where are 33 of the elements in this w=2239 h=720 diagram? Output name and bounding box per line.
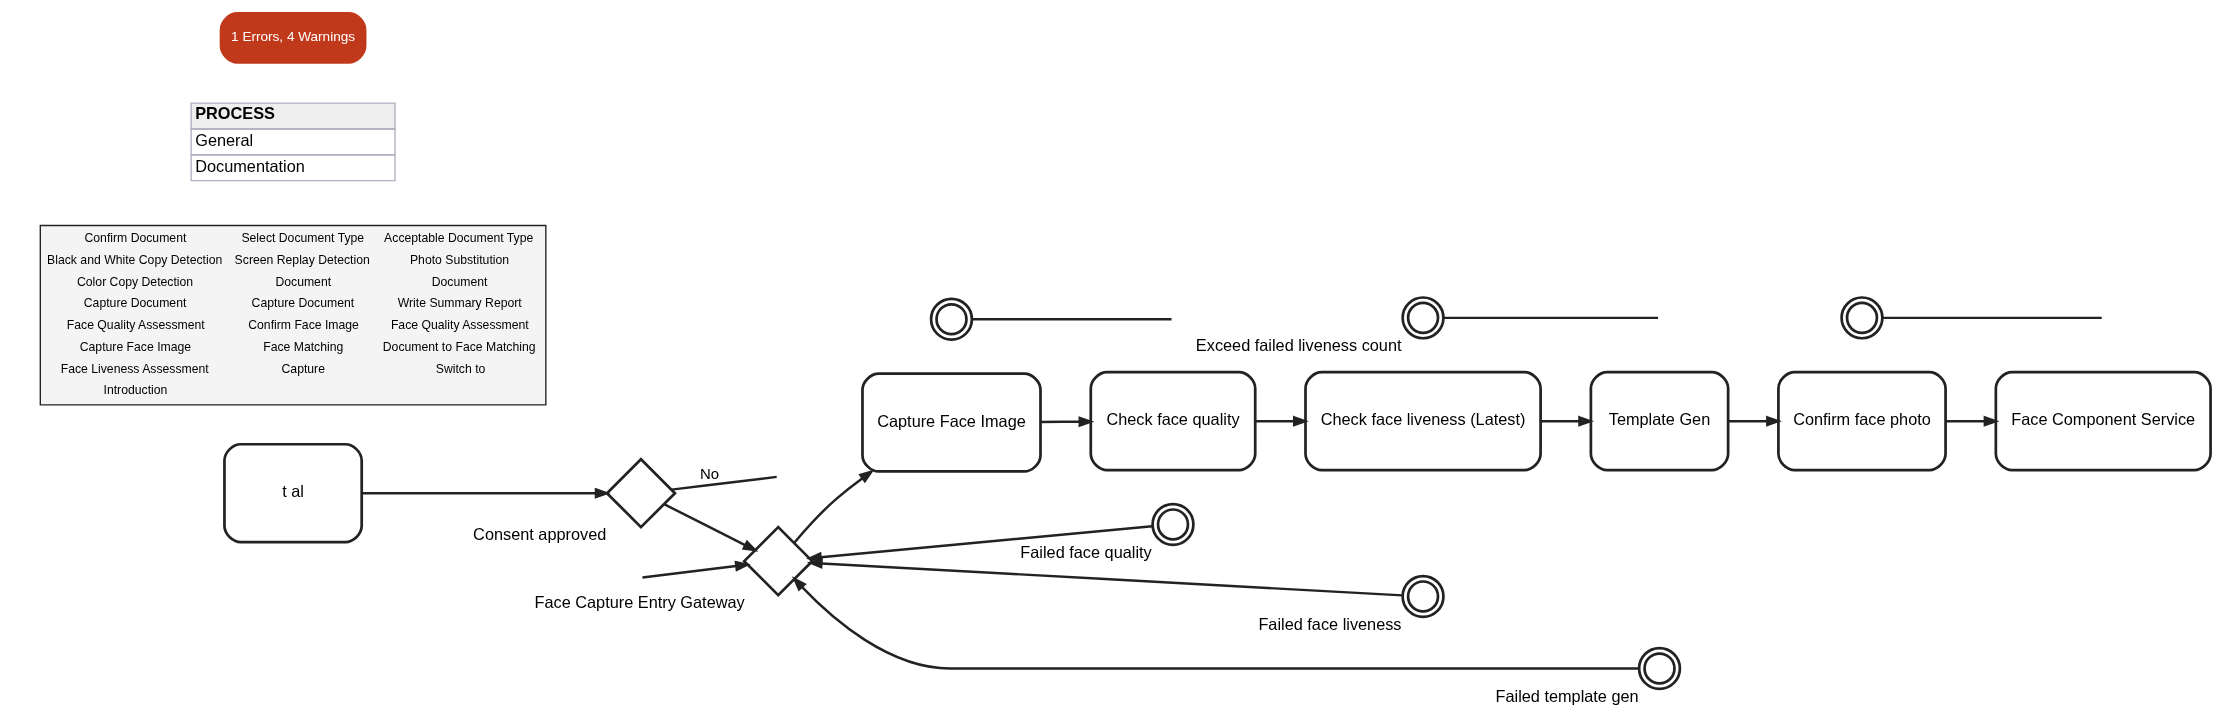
node-label: Failed face quality	[1019, 542, 1152, 561]
node-label: Exceed failed liveness count	[1195, 336, 1402, 355]
label: Documentation	[194, 156, 305, 175]
label: Face Quality Assessment	[390, 318, 529, 333]
label: Select Document Type	[240, 231, 364, 246]
label: 1 Errors, 4 Warnings	[230, 29, 355, 45]
label: Acceptable Document Type	[383, 231, 533, 246]
node-label: Failed face liveness	[1257, 614, 1402, 633]
label: Photo Substitution	[409, 252, 509, 267]
label: Document	[431, 274, 487, 289]
label: Capture Face Image	[79, 339, 191, 354]
label: General	[194, 131, 253, 150]
label: Capture Document	[83, 296, 186, 311]
node-label: Face Capture Entry Gateway	[534, 593, 745, 612]
label: Black and White Copy Detection	[46, 252, 222, 267]
label: Capture Document	[251, 296, 354, 311]
label: Capture	[281, 361, 325, 376]
node-label: Consent approved	[472, 525, 606, 544]
label: Document to Face Matching	[382, 339, 536, 354]
node-label: Failed template gen	[1495, 686, 1639, 705]
label: Confirm Document	[83, 231, 186, 246]
edge-label: No	[699, 465, 719, 483]
label: PROCESS	[194, 103, 275, 122]
label: Document	[274, 274, 331, 289]
label: Color Copy Detection	[76, 274, 193, 289]
label: Write Summary Report	[397, 296, 522, 311]
label: Screen Replay Detection	[234, 252, 370, 267]
label: Confirm Face Image	[247, 318, 359, 333]
label: Introduction	[103, 383, 167, 398]
label: Face Liveness Assessment	[60, 361, 209, 376]
label: Face Quality Assessment	[66, 318, 205, 333]
label: Switch to	[435, 361, 485, 376]
label: Face Matching	[262, 339, 343, 354]
